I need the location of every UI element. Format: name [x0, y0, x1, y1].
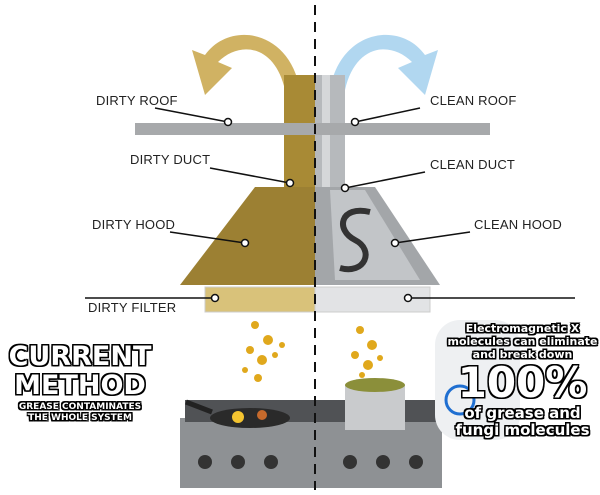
caption-line3: and break down	[472, 348, 573, 361]
clean-filter	[314, 286, 431, 313]
dirty-air-arrow	[192, 34, 300, 95]
caption-percent: 100%	[457, 358, 588, 407]
caption-line4: of grease and	[464, 404, 581, 422]
dirty-hood	[180, 187, 315, 285]
caption-current: CURRENT	[8, 341, 152, 372]
electromagnetic-device	[435, 320, 520, 440]
current-method-caption: CURRENT METHOD GREASE CONTAMINATES THE W…	[5, 342, 155, 424]
leader-lines	[85, 107, 575, 303]
caption-line5: fungi molecules	[455, 421, 590, 439]
electromagnetic-caption: Electromagnetic X molecules can eliminat…	[445, 322, 600, 439]
label-clean-hood: CLEAN HOOD	[474, 217, 562, 232]
caption-method: METHOD	[14, 370, 146, 401]
logo-mark	[339, 207, 371, 273]
caption-line1: Electromagnetic X	[465, 322, 580, 335]
caption-sub2: THE WHOLE SYSTEM	[28, 413, 132, 423]
caption-line2: molecules can eliminate	[447, 335, 598, 348]
label-clean-roof: CLEAN ROOF	[430, 93, 517, 108]
frying-pan	[210, 408, 290, 428]
label-clean-duct: CLEAN DUCT	[430, 157, 516, 172]
grease-droplets	[242, 321, 383, 382]
dirty-filter	[204, 286, 316, 313]
label-dirty-duct: DIRTY DUCT	[130, 152, 211, 167]
caption-sub1: GREASE CONTAMINATES	[18, 402, 142, 412]
label-dirty-hood: DIRTY HOOD	[92, 217, 176, 232]
roof-bar	[135, 123, 490, 135]
label-dirty-roof: DIRTY ROOF	[96, 93, 178, 108]
clean-air-arrow	[330, 34, 438, 95]
cooking-pot	[345, 385, 405, 430]
label-dirty-filter: DIRTY FILTER	[88, 300, 177, 315]
